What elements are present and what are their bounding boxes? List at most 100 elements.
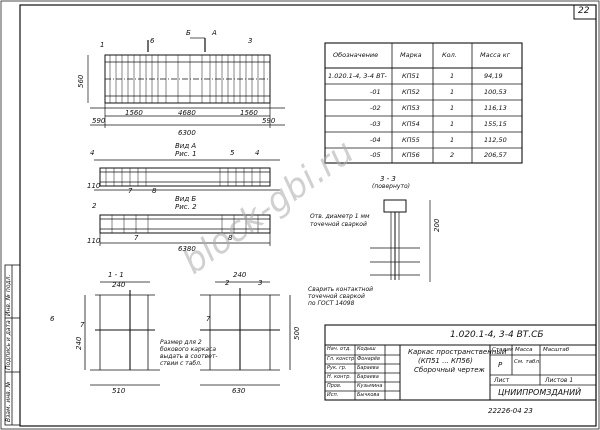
title-sheets-label: Листов 1 — [545, 377, 574, 384]
dim-560: 560 — [77, 74, 85, 88]
fig2-label: Рис. 2 — [175, 203, 197, 211]
pos-label-8b: 8 — [228, 234, 233, 242]
title-description-1: Каркас пространственный — [408, 348, 507, 356]
pos-label-b: Б — [186, 29, 191, 37]
spec-row-6-mass: 206,57 — [484, 151, 507, 159]
section-1-1-left — [84, 281, 160, 386]
dim-240-vert: 240 — [75, 336, 83, 350]
bottom-code: 22226-04 23 — [488, 407, 533, 415]
note-size-2: бокового каркаса — [160, 346, 216, 353]
spec-row-6-qty: 2 — [450, 151, 455, 159]
dim-6380: 6380 — [178, 245, 196, 253]
staff-name-2: Фонарёв — [357, 356, 380, 362]
spec-row-1-designation: 1.020.1-4, 3-4 ВТ- — [328, 72, 387, 80]
spec-header-mass: Масса кг — [480, 51, 511, 59]
note-size-4: ствии с табл. — [160, 360, 202, 367]
dim-1560-left: 1560 — [125, 109, 143, 117]
staff-role-3: Рук. гр. — [327, 365, 347, 371]
staff-role-4: Н. контр. — [327, 374, 351, 380]
dim-4680: 4680 — [178, 109, 196, 117]
spec-row-2-qty: 1 — [450, 88, 455, 96]
pos-label-2b: 2 — [225, 279, 230, 287]
plan-view-top — [87, 37, 285, 128]
dim-630: 630 — [232, 387, 246, 395]
spec-row-2-mark: КП52 — [402, 88, 420, 96]
dim-240-left: 240 — [112, 281, 126, 289]
pos-label-7c: 7 — [80, 321, 85, 329]
pos-label-7b: 7 — [134, 234, 139, 242]
side-stamp-inv2: Взам. инв. № — [5, 381, 12, 422]
pos-label-6: 6 — [150, 37, 155, 45]
spec-header-mark: Марка — [400, 51, 422, 59]
spec-row-3-designation: -02 — [370, 104, 381, 112]
title-col-scale: Масштаб — [543, 347, 570, 353]
dim-590-right: 590 — [262, 117, 276, 125]
side-stamp-sign: Подпись и дата — [5, 320, 12, 370]
title-mass-value: См. табл. — [514, 359, 541, 365]
section-1-1-label: 1 - 1 — [108, 271, 124, 279]
dim-500: 500 — [293, 326, 301, 340]
spec-row-5-mass: 112,50 — [484, 136, 507, 144]
note-hole-2: точечной сваркой — [310, 221, 367, 228]
pos-label-7d: 7 — [206, 315, 211, 323]
staff-name-3: Бараева — [357, 365, 379, 371]
pos-label-3: 3 — [248, 37, 253, 45]
document-code: 1.020.1-4, 3-4 ВТ.СБ — [450, 330, 544, 340]
pos-label-4: 4 — [90, 149, 95, 157]
staff-name-4: Бараева — [357, 374, 379, 380]
dim-1560-right: 1560 — [240, 109, 258, 117]
spec-row-4-mark: КП54 — [402, 120, 420, 128]
spec-row-2-designation: -01 — [370, 88, 381, 96]
title-description-2: (КП51 ... КП56) — [418, 357, 473, 365]
inner-frame — [19, 4, 597, 427]
spec-row-3-qty: 1 — [450, 104, 455, 112]
staff-name-5: Кузьмина — [357, 383, 383, 389]
dim-200: 200 — [433, 218, 441, 232]
note-weld-3: по ГОСТ 14098 — [308, 300, 355, 307]
spec-table-grid — [324, 42, 523, 164]
spec-row-2-mass: 100,53 — [484, 88, 507, 96]
spec-row-1-mark: КП51 — [402, 72, 420, 80]
view-b — [99, 214, 271, 246]
spec-row-5-designation: -04 — [370, 136, 381, 144]
spec-row-4-mass: 155,15 — [484, 120, 507, 128]
title-col-mass: Масса — [515, 347, 533, 353]
section-3-3-label: 3 - 3 — [380, 175, 396, 183]
dim-510: 510 — [112, 387, 126, 395]
dim-590-left: 590 — [92, 117, 106, 125]
section-3-3 — [370, 199, 431, 282]
side-stamp-inv: Инв. № подл. — [5, 274, 12, 316]
view-a-label: Вид А — [175, 142, 197, 150]
staff-name-6: Бычкова — [357, 392, 380, 398]
view-b-label: Вид Б — [175, 195, 197, 203]
spec-row-5-mark: КП55 — [402, 136, 420, 144]
dim-110: 110 — [87, 182, 101, 190]
spec-header-qty: Кол. — [442, 51, 457, 59]
spec-row-4-qty: 1 — [450, 120, 455, 128]
note-size-3: выдать в соответ- — [160, 353, 218, 360]
section-1-1-right — [200, 281, 291, 386]
note-size-1: Размер для 2 — [160, 339, 202, 346]
pos-label-7: 7 — [128, 187, 133, 195]
pos-label-a: А — [212, 29, 217, 37]
spec-row-4-designation: -03 — [370, 120, 381, 128]
pos-label-4b: 4 — [255, 149, 260, 157]
section-3-3-note: (повернуто) — [372, 183, 410, 190]
title-col-stage: Стадия — [492, 347, 514, 353]
dim-6300: 6300 — [178, 129, 196, 137]
title-organization: ЦНИИПРОМЗДАНИЙ — [498, 388, 582, 397]
spec-row-3-mark: КП53 — [402, 104, 420, 112]
pos-label-8: 8 — [152, 187, 157, 195]
title-block-grid — [324, 324, 597, 401]
spec-row-3-mass: 116,13 — [484, 104, 507, 112]
spec-header-designation: Обозначение — [333, 51, 379, 59]
staff-role-1: Нач. отд. — [327, 346, 351, 352]
dim-110b: 110 — [87, 237, 101, 245]
spec-row-5-qty: 1 — [450, 136, 455, 144]
fig1-label: Рис. 1 — [175, 150, 197, 158]
spec-row-1-mass: 94,19 — [484, 72, 503, 80]
note-hole: Отв. диаметр 1 мм — [310, 213, 370, 220]
staff-role-5: Пров. — [327, 383, 342, 389]
title-sheet-label: Лист — [494, 377, 510, 384]
spec-row-6-mark: КП56 — [402, 151, 420, 159]
